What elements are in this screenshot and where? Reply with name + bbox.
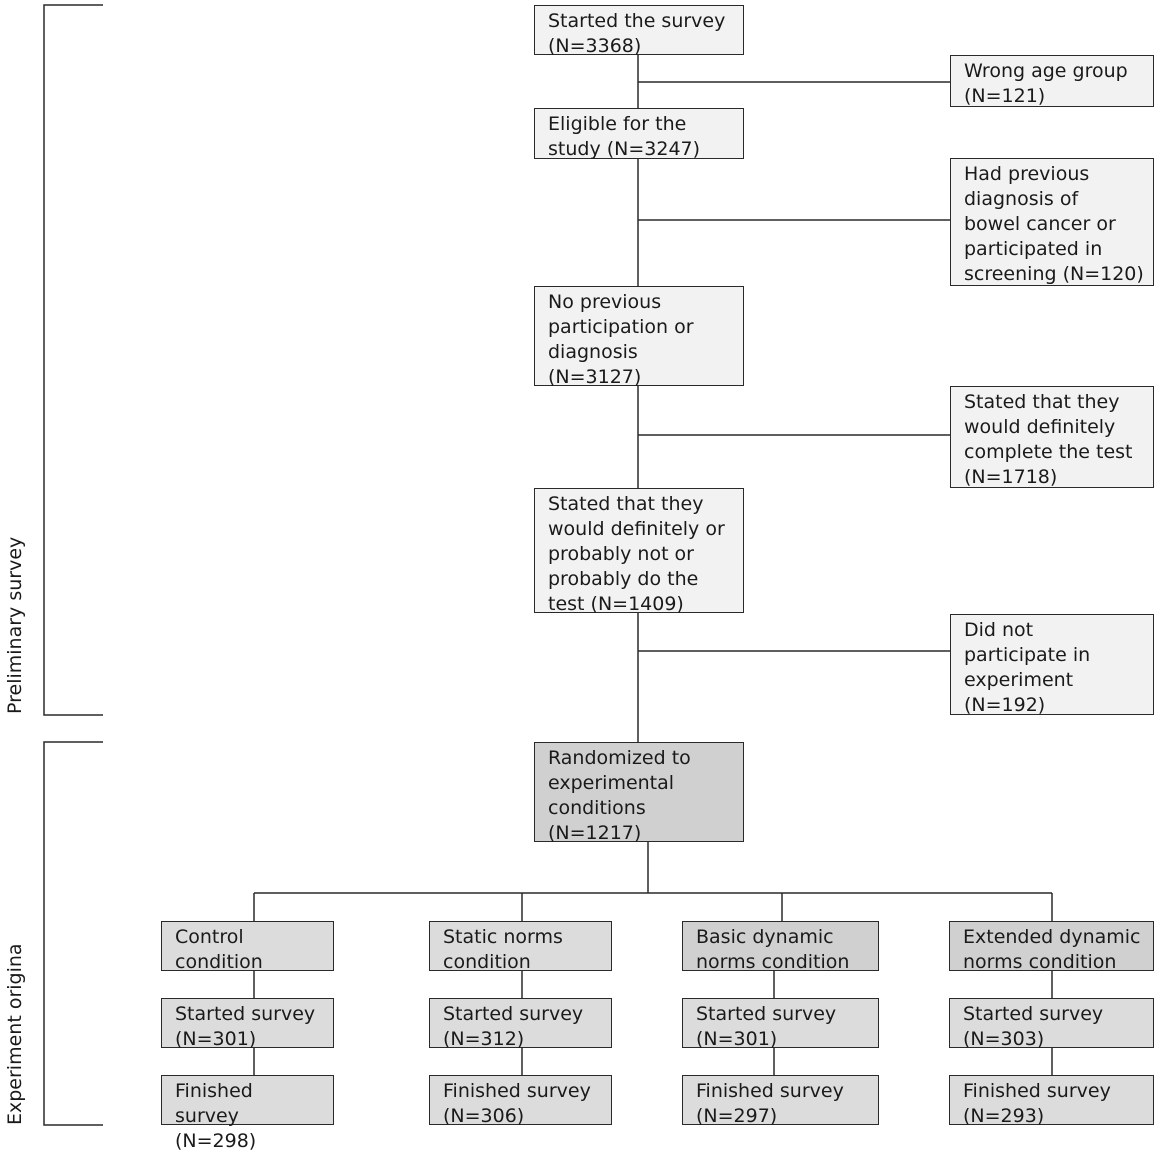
box-condition-control: Control condition — [161, 921, 334, 973]
box-condition-static: Static norms condition — [429, 921, 612, 973]
box-previous-diagnosis: Had previous diagnosis of bowel cancer o… — [950, 158, 1154, 286]
preliminary-bracket — [43, 4, 103, 716]
box-started-control: Started survey (N=301) — [161, 998, 334, 1050]
box-condition-extended-dynamic: Extended dynamic norms condition — [949, 921, 1154, 973]
box-definitely-or-probably: Stated that they would definitely or pro… — [534, 488, 744, 615]
box-condition-basic-dynamic: Basic dynamic norms condition — [682, 921, 879, 973]
box-eligible: Eligible for the study (N=3247) — [534, 108, 744, 160]
box-started-extended-dynamic: Started survey (N=303) — [949, 998, 1154, 1050]
box-started-basic-dynamic: Started survey (N=301) — [682, 998, 879, 1050]
box-randomized: Randomized to experimental conditions (N… — [534, 742, 744, 844]
section-label-experiment: Experiment origina — [4, 943, 26, 1125]
box-finished-static: Finished survey (N=306) — [429, 1075, 612, 1127]
section-label-preliminary: Preliminary survey — [4, 536, 26, 714]
box-started-static: Started survey (N=312) — [429, 998, 612, 1050]
box-definitely-complete: Stated that they would definitely comple… — [950, 386, 1154, 488]
experiment-bracket — [43, 741, 103, 1126]
box-started-survey: Started the survey (N=3368) — [534, 5, 744, 57]
box-wrong-age: Wrong age group (N=121) — [950, 55, 1154, 107]
box-finished-basic-dynamic: Finished survey (N=297) — [682, 1075, 879, 1127]
box-no-previous: No previous participation or diagnosis (… — [534, 286, 744, 388]
box-finished-control: Finished survey (N=298) — [161, 1075, 334, 1152]
box-did-not-participate: Did not participate in experiment (N=192… — [950, 614, 1154, 716]
box-finished-extended-dynamic: Finished survey (N=293) — [949, 1075, 1154, 1127]
